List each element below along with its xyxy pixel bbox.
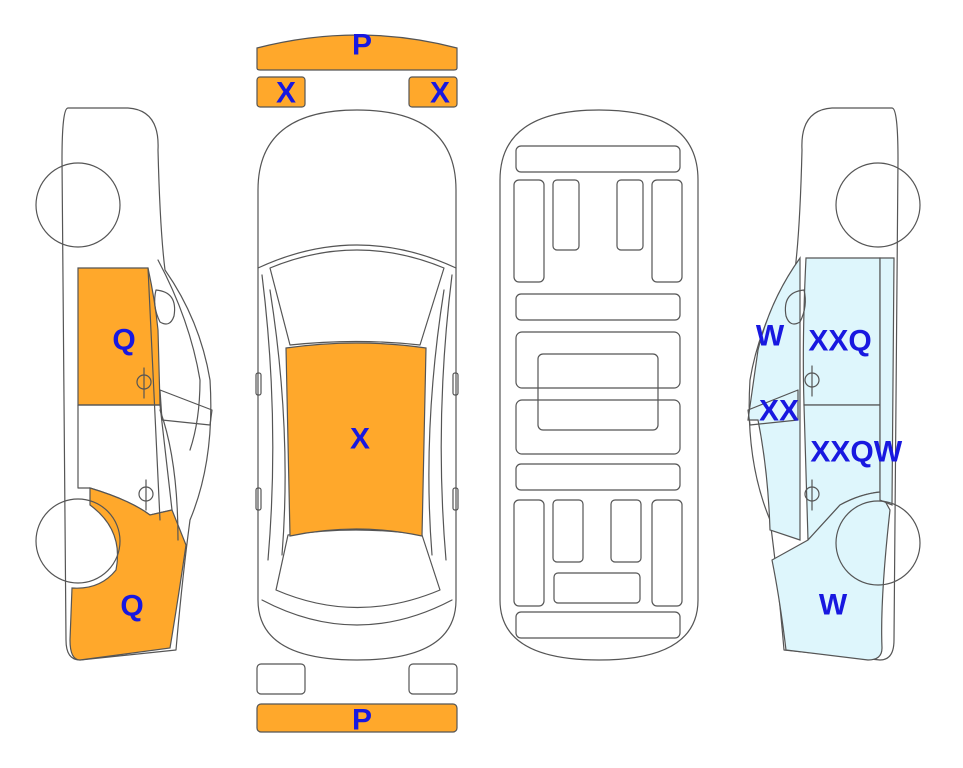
top-view-body-outline	[257, 109, 457, 661]
right-side-view	[747, 107, 921, 661]
right-side-body-outline	[748, 107, 899, 661]
right-rear-wheel[interactable]	[835, 500, 921, 586]
front-left-light-label: X	[276, 77, 296, 110]
front-left-light-panel[interactable]	[256, 76, 306, 108]
rear-left-light-panel[interactable]	[256, 663, 306, 695]
underside-front-inner-right	[616, 179, 644, 251]
right-rear-door-label-a: XXQ	[810, 436, 873, 469]
rear-bumper-label: P	[352, 704, 372, 737]
underside-center-frame	[515, 331, 681, 389]
underside-rear-inner-left	[552, 499, 584, 563]
roof-label: X	[350, 423, 370, 456]
right-side-window	[747, 389, 799, 426]
left-front-door-label: Q	[112, 324, 135, 357]
front-right-light-panel[interactable]	[408, 76, 458, 108]
left-side-pillar	[159, 409, 179, 541]
rear-right-light-panel[interactable]	[408, 663, 458, 695]
front-bumper-panel[interactable]	[256, 34, 458, 71]
top-view-right-mirror[interactable]	[452, 372, 459, 396]
top-view-windshield	[269, 249, 445, 346]
top-view-right-handle[interactable]	[452, 487, 459, 511]
right-rear-quarter-label: W	[819, 589, 848, 622]
top-view-left-side-line	[261, 274, 274, 561]
underside-front-crossmember	[515, 145, 681, 173]
underside-rear-right-frame	[651, 499, 683, 607]
damage-labels: P X X X P Q Q W XXQ XX XXQ W W	[112, 29, 903, 737]
top-view-hood-line	[257, 244, 457, 269]
underside-mid-crossmember-2	[515, 463, 681, 491]
left-side-rear-window	[159, 389, 213, 426]
right-rear-door-label-b: W	[874, 436, 903, 469]
roof-panel[interactable]	[285, 342, 427, 537]
left-rear-door-handle[interactable]	[138, 479, 154, 511]
left-side-view	[35, 107, 213, 661]
left-side-body-outline	[61, 107, 212, 661]
left-rear-quarter-label: Q	[120, 590, 143, 623]
underside-body-outline	[499, 109, 699, 661]
right-mirror-label: XX	[759, 395, 799, 428]
top-view-right-side-line	[440, 274, 453, 561]
right-rear-door-handle[interactable]	[804, 479, 820, 511]
underside-mid-crossmember-1	[515, 293, 681, 321]
right-front-wheel[interactable]	[835, 162, 921, 248]
front-bumper-label: P	[352, 29, 372, 62]
underside-rear-plate	[553, 572, 641, 604]
right-front-door-label: XXQ	[808, 325, 871, 358]
underside-center-frame-2	[515, 399, 681, 455]
left-front-door-handle[interactable]	[136, 367, 152, 399]
underside-view	[499, 109, 699, 661]
top-view-rear-window	[275, 529, 441, 609]
right-mirror[interactable]	[784, 289, 806, 325]
underside-center-plate	[537, 353, 659, 431]
left-front-wheel[interactable]	[35, 162, 121, 248]
right-rear-quarter-panel[interactable]	[771, 491, 891, 661]
rear-bumper-panel[interactable]	[256, 703, 458, 733]
right-rear-pillar-panel[interactable]	[879, 257, 895, 506]
left-rear-wheel[interactable]	[35, 498, 121, 584]
left-side-door-line	[147, 267, 161, 521]
top-view-car	[255, 109, 459, 661]
underside-front-right-frame	[651, 179, 683, 283]
underside-front-left-frame	[513, 179, 545, 283]
underside-rear-crossmember	[515, 611, 681, 639]
right-a-pillar-label: W	[756, 320, 785, 353]
top-view-left-handle[interactable]	[255, 487, 262, 511]
top-view-trunk-line	[261, 599, 453, 626]
left-rear-quarter-panel[interactable]	[69, 487, 187, 661]
top-view-left-mirror[interactable]	[255, 372, 262, 396]
underside-front-inner-left	[552, 179, 580, 251]
left-side-window-line	[157, 259, 201, 451]
top-view-left-side-line-2	[269, 289, 286, 556]
top-view-right-side-line-2	[428, 289, 445, 556]
underside-rear-left-frame	[513, 499, 545, 607]
front-right-light-label: X	[430, 77, 450, 110]
underside-rear-inner-right	[610, 499, 642, 563]
left-mirror[interactable]	[154, 289, 176, 325]
right-front-door-handle[interactable]	[804, 365, 820, 397]
